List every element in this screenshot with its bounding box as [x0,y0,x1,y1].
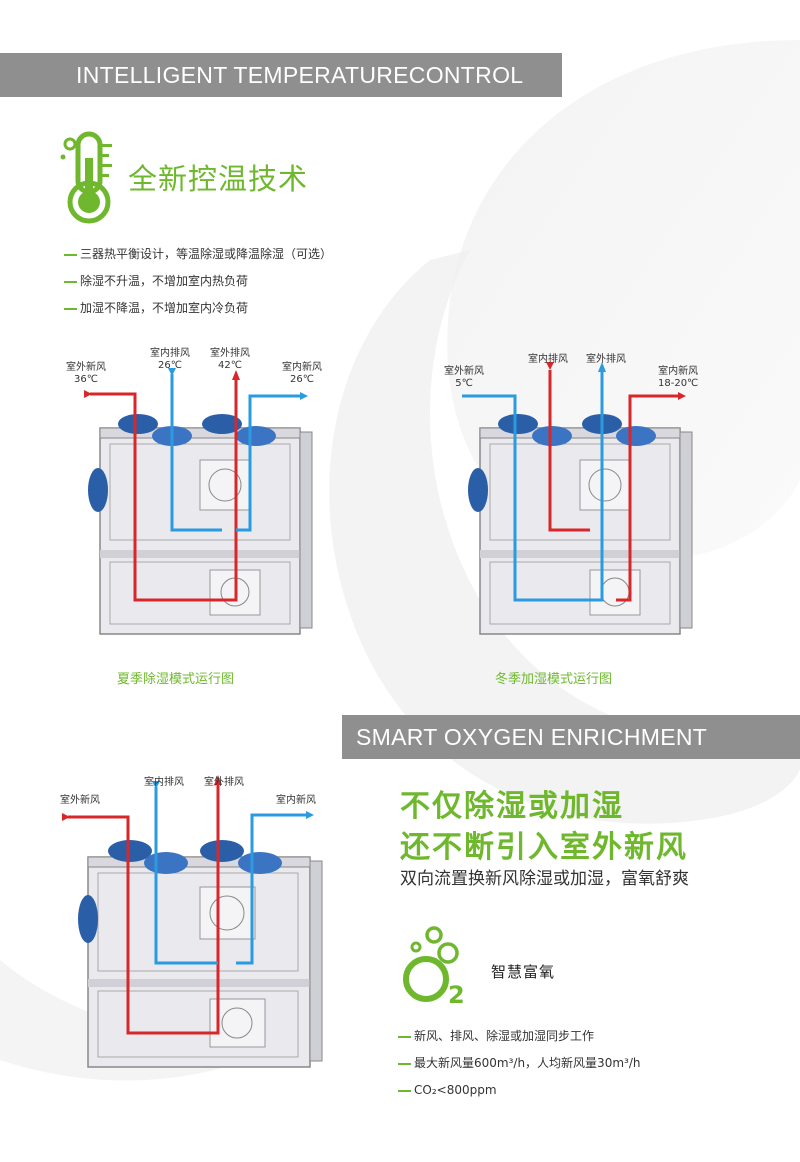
list-item-text: CO₂<800ppm [414,1083,497,1097]
list-item-text: 新风、排风、除湿或加湿同步工作 [414,1029,595,1043]
list-item-text: 三器热平衡设计，等温除湿或降温除湿（可选） [80,247,333,261]
oxygen-flow-diagram: 室外新风 室内排风 室外排风 室内新风 [40,765,350,1075]
flow-label-name: 室外新风 [444,366,484,377]
flow-label-outdoor-exhaust: 室外排风 [586,354,626,366]
flow-label-temp: 42℃ [218,360,242,371]
flow-label-temp: 26℃ [158,360,182,371]
list-item: 除湿不升温，不增加室内热负荷 [64,273,332,300]
flow-label-outdoor-fresh: 室外新风 [60,795,100,806]
flow-label-temp: 18-20℃ [658,378,699,389]
bullet-dash [64,253,77,256]
flow-label-name: 室内排风 [150,348,190,359]
list-item-text: 加湿不降温，不增加室内冷负荷 [80,301,249,315]
flow-label-name: 室外新风 [66,362,106,373]
flow-label-indoor-fresh: 室内新风 [276,795,316,806]
ventilation-unit-illustration [84,368,313,635]
list-item: 最大新风量600m³/h，人均新风量30m³/h [398,1055,640,1082]
bullet-dash [398,1062,411,1065]
list-item: 新风、排风、除湿或加湿同步工作 [398,1028,640,1055]
oxygen-title: 智慧富氧 [491,963,556,981]
bullet-dash [398,1035,411,1038]
banner-text: SMART OXYGEN ENRICHMENT [356,724,708,750]
feature-list-oxygen: 新风、排风、除湿或加湿同步工作 最大新风量600m³/h，人均新风量30m³/h… [398,1028,640,1109]
flow-label-name: 室外排风 [586,354,626,365]
headline-line-1: 不仅除湿或加湿 [400,789,624,824]
feature-list-temperature: 三器热平衡设计，等温除湿或降温除湿（可选） 除湿不升温，不增加室内热负荷 加湿不… [64,246,332,327]
flow-label-indoor-exhaust: 室内排风 [144,777,184,788]
list-item-text: 最大新风量600m³/h，人均新风量30m³/h [414,1056,641,1070]
headline-subtitle: 双向流置换新风除湿或加湿，富氧舒爽 [400,869,689,889]
svg-text:2: 2 [448,981,465,1007]
bullet-dash [64,280,77,283]
list-item-text: 除湿不升温，不增加室内热负荷 [80,274,249,288]
bullet-dash [398,1089,411,1092]
banner-text: INTELLIGENT TEMPERATURECONTROL [76,62,524,88]
list-item: CO₂<800ppm [398,1082,640,1109]
flow-label-temp: 26℃ [290,374,314,385]
flow-label-name: 室外排风 [210,348,250,359]
winter-caption: 冬季加湿模式运行图 [495,672,613,687]
ventilation-unit-illustration [62,775,323,1068]
flow-label-name: 室内排风 [528,354,568,365]
flow-label-indoor-exhaust: 室内排风 [528,354,568,366]
section-title-temperature: 全新控温技术 [128,162,309,196]
list-item: 加湿不降温，不增加室内冷负荷 [64,300,332,327]
headline-line-2: 还不断引入室外新风 [400,830,688,865]
oxygen-o2-icon: 2 [403,926,465,1007]
ventilation-unit-illustration [462,362,693,635]
flow-label-outdoor-exhaust: 室外排风 [204,777,244,788]
list-item: 三器热平衡设计，等温除湿或降温除湿（可选） [64,246,332,273]
flow-label-temp: 5℃ [455,378,473,389]
flow-label-name: 室内新风 [282,362,322,373]
summer-caption: 夏季除湿模式运行图 [117,672,235,687]
thermometer-icon [60,131,112,224]
flow-label-temp: 36℃ [74,374,98,385]
flow-label-name: 室内新风 [658,366,699,377]
section-banner-oxygen: SMART OXYGEN ENRICHMENT [342,715,800,759]
section-banner-temperature: INTELLIGENT TEMPERATURECONTROL [0,53,562,97]
bullet-dash [64,307,77,310]
